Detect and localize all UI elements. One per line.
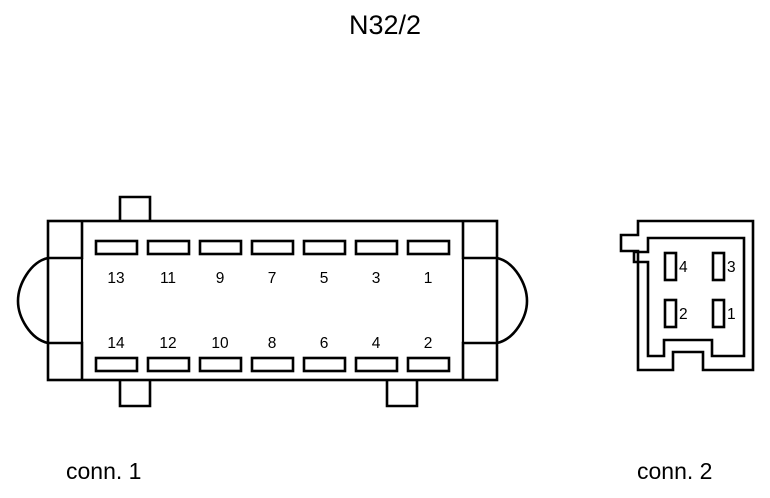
conn1-right-latch: [496, 256, 529, 345]
conn1-slot-9[interactable]: [198, 239, 243, 256]
conn1-slot-6[interactable]: [302, 356, 347, 373]
conn1-pin-label-3: 3: [372, 270, 381, 287]
conn2-outer-housing: [619, 219, 755, 372]
conn1-pin-label-1: 1: [424, 270, 433, 287]
conn2-slot-1[interactable]: [711, 298, 726, 329]
conn1-right-corner-blocks: [461, 221, 497, 380]
conn1-pin-label-10: 10: [211, 335, 229, 352]
conn1-pin-label-14: 14: [107, 335, 125, 352]
conn1-left-corner-blocks: [48, 221, 84, 380]
conn1-left-latch: [16, 256, 49, 345]
conn2-pin-label-3: 3: [727, 259, 736, 276]
conn1-slot-4[interactable]: [354, 356, 399, 373]
conn1-slot-10[interactable]: [198, 356, 243, 373]
connector-1-group[interactable]: 13 11 9 7 5 3 1 14 12 10 8 6 4 2: [16, 195, 529, 408]
conn1-bottom-tab-right: [385, 380, 419, 408]
conn1-slot-14[interactable]: [94, 356, 139, 373]
conn2-slot-2[interactable]: [663, 298, 678, 329]
connector-2-caption: conn. 2: [637, 458, 713, 484]
conn1-slot-1[interactable]: [406, 239, 451, 256]
conn1-bottom-tab-left: [118, 380, 152, 408]
conn1-body-outline: [46, 219, 499, 382]
conn1-slot-11[interactable]: [146, 239, 191, 256]
conn1-slot-13[interactable]: [94, 239, 139, 256]
conn1-pin-label-8: 8: [268, 335, 277, 352]
conn1-pin-label-4: 4: [372, 335, 381, 352]
conn1-slot-3[interactable]: [354, 239, 399, 256]
conn1-top-tab: [118, 195, 152, 221]
conn1-slot-7[interactable]: [250, 239, 295, 256]
conn1-slot-2[interactable]: [406, 356, 451, 373]
connector-2-group[interactable]: 4 3 2 1: [619, 219, 755, 372]
conn1-pin-label-13: 13: [107, 270, 124, 287]
conn1-slot-12[interactable]: [146, 356, 191, 373]
conn2-slot-4[interactable]: [663, 251, 678, 282]
conn1-pin-label-7: 7: [268, 270, 277, 287]
page-title: N32/2: [348, 10, 422, 40]
conn1-pin-label-6: 6: [320, 335, 329, 352]
conn2-pin-label-4: 4: [679, 259, 688, 276]
connector-1-caption: conn. 1: [66, 458, 142, 484]
conn2-inner-wall: [632, 236, 746, 358]
conn2-pin-label-2: 2: [679, 306, 688, 323]
conn1-slot-5[interactable]: [302, 239, 347, 256]
conn1-pin-label-5: 5: [320, 270, 329, 287]
conn1-pin-label-11: 11: [160, 270, 176, 287]
conn1-slot-8[interactable]: [250, 356, 295, 373]
conn2-slot-3[interactable]: [711, 251, 726, 282]
conn1-pin-label-12: 12: [159, 335, 176, 352]
conn1-pin-label-9: 9: [216, 270, 225, 287]
conn1-pin-label-2: 2: [424, 335, 433, 352]
conn2-pin-label-1: 1: [727, 306, 736, 323]
